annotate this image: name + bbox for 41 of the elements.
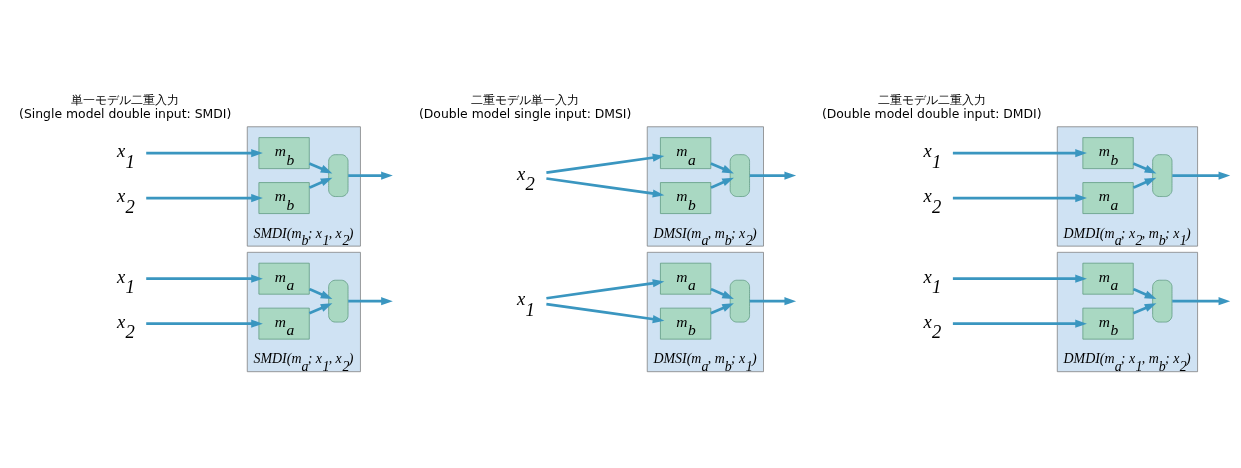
arrow [952,319,1087,328]
arrow [710,287,734,299]
arrow [1132,287,1157,299]
label: 二重モデル単一入力 [471,91,580,107]
arrow [1132,302,1157,314]
arrow [952,193,1087,202]
node-gate [729,153,750,197]
arrow [952,274,1087,283]
label: 単一モデル二重入力 [71,91,180,107]
arrow [749,296,797,305]
arrow [1132,177,1157,189]
node-gate [328,279,349,322]
arrow [710,302,734,314]
arrow [546,278,665,300]
label: 二重モデル二重入力 [877,91,986,107]
node-gate [729,279,750,322]
arrow [146,193,263,202]
arrow [308,287,333,299]
arrow [1132,161,1157,173]
node-gate [1152,153,1173,197]
arrow [546,176,665,198]
label: (Double model single input: DMSI) [418,105,632,121]
arrow [348,296,393,305]
node-gate [1152,279,1173,322]
arrow [952,148,1087,157]
arrow [1172,171,1231,180]
arrow [546,302,665,323]
label: (Single model double input: SMDI) [19,105,232,121]
arrow [146,148,263,157]
node-gate [328,153,349,197]
arrow [146,274,263,283]
arrow [749,171,797,180]
arrow [308,161,333,173]
arrow [348,171,393,180]
arrow [546,153,665,174]
arrow [308,177,333,189]
arrow [710,161,734,173]
label: (Double model double input: DMDI) [821,105,1042,121]
arrow [710,177,734,189]
arrow [1172,296,1231,305]
arrow [146,319,263,328]
